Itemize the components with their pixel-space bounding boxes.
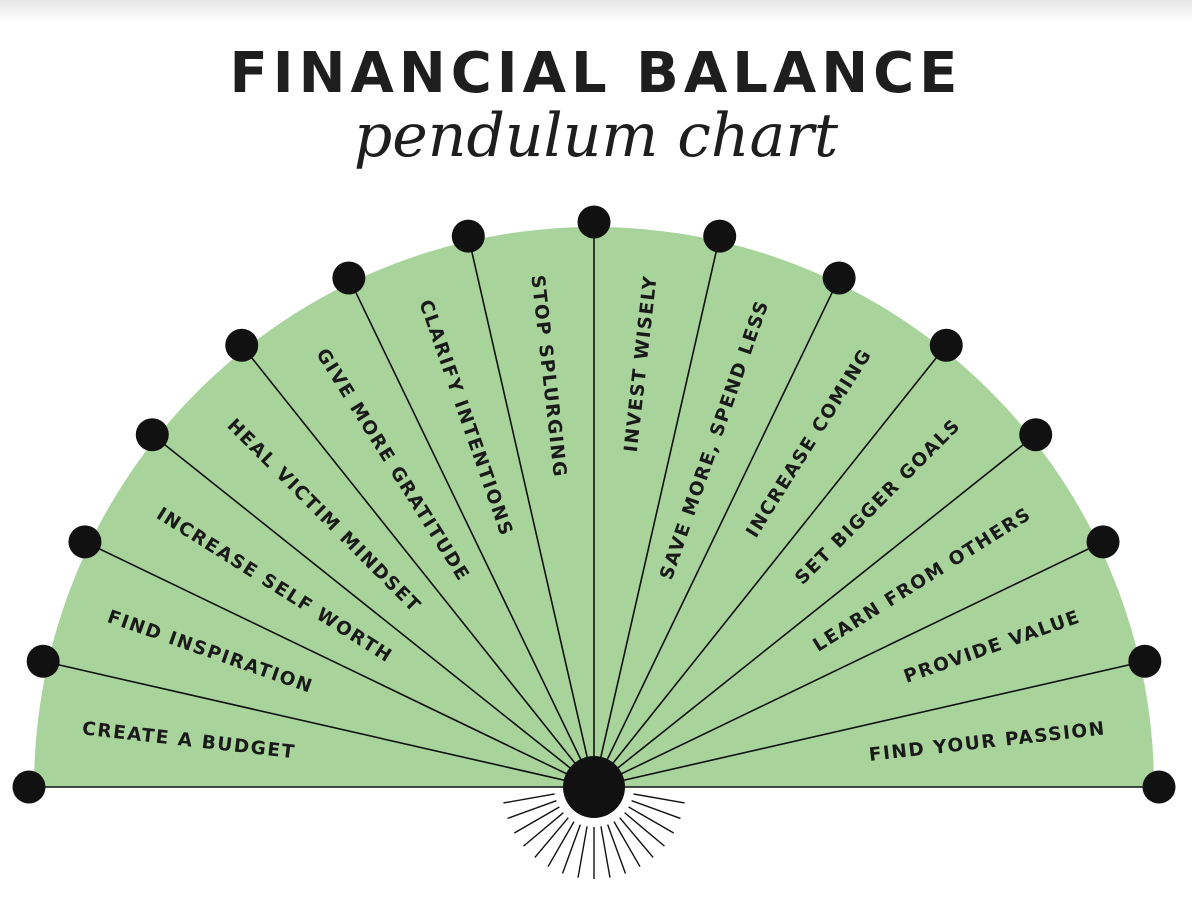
sunburst-ray (631, 800, 681, 820)
sunburst-ray (523, 812, 564, 847)
sunburst-ray (547, 821, 575, 868)
spoke-dot[interactable] (225, 328, 259, 362)
spoke-line (84, 541, 595, 788)
spoke-dot[interactable] (929, 328, 963, 362)
spoke-dot[interactable] (1086, 525, 1120, 559)
spoke-line (593, 541, 1104, 788)
sunburst-ray (607, 824, 627, 874)
chart-subtitle: pendulum chart (354, 101, 839, 171)
spoke-dot[interactable] (332, 261, 366, 295)
spoke-dot[interactable] (68, 525, 102, 559)
spoke-line (593, 660, 1146, 788)
spoke-dot[interactable] (1128, 644, 1162, 678)
spoke-line (348, 277, 595, 788)
sunburst-ray (628, 806, 675, 834)
spoke-dot[interactable] (822, 261, 856, 295)
sunburst-ray (624, 812, 665, 847)
sunburst-ray (513, 806, 560, 834)
spoke-line (593, 344, 947, 788)
spoke-lines (29, 222, 1159, 788)
spoke-dot[interactable] (135, 418, 169, 452)
spoke-line (593, 434, 1037, 788)
spoke-dot[interactable] (1019, 418, 1053, 452)
spoke-dot[interactable] (12, 770, 46, 804)
spoke-dot[interactable] (451, 219, 485, 253)
spoke-dots (12, 205, 1176, 804)
sunburst-ray (613, 821, 641, 868)
spoke-line (151, 434, 595, 788)
sunburst-ray (561, 824, 581, 874)
sunburst-ray (507, 800, 557, 820)
sunburst-ray (633, 793, 685, 804)
chart-title: FINANCIAL BALANCE (230, 41, 963, 106)
sunburst-ray (600, 826, 611, 878)
spoke-line (593, 277, 840, 788)
spoke-line (467, 235, 595, 788)
sunburst-rays (503, 793, 685, 879)
spoke-line (42, 660, 595, 788)
sunburst-ray (503, 793, 555, 804)
spoke-line (241, 344, 595, 788)
spoke-dot[interactable] (703, 219, 737, 253)
pendulum-hub[interactable] (563, 756, 625, 818)
top-shadow (0, 0, 1192, 22)
spoke-dot[interactable] (26, 644, 60, 678)
sunburst-ray (534, 817, 569, 858)
spoke-dot[interactable] (577, 205, 611, 239)
spoke-line (593, 235, 721, 788)
spoke-dot[interactable] (1142, 770, 1176, 804)
sunburst-ray (619, 817, 654, 858)
sunburst-ray (577, 826, 588, 878)
